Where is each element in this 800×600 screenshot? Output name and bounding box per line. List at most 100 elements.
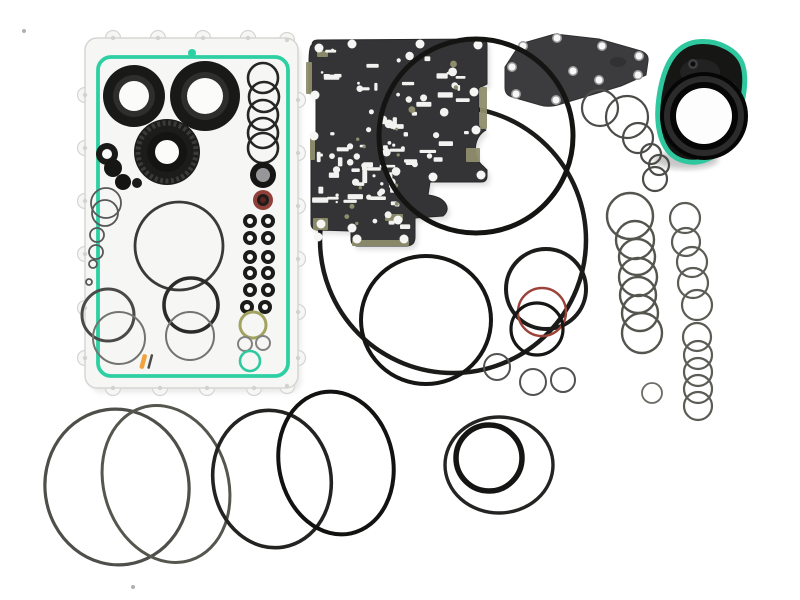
pan-plate-bolt-hole xyxy=(204,385,210,391)
valve-grommet-grid-hole xyxy=(244,304,250,310)
large-drum-oring xyxy=(376,36,576,236)
separator-plate-port xyxy=(390,124,404,129)
separator-plate-port xyxy=(362,170,368,184)
separator-plate-port xyxy=(436,73,448,79)
separator-plate-port xyxy=(329,153,335,160)
separator-plate-port xyxy=(335,193,339,197)
oring-cascade xyxy=(639,142,663,166)
pan-rim-oring xyxy=(276,389,396,537)
separator-plate-port xyxy=(367,167,381,171)
pan-plate-bolt-hole xyxy=(284,37,290,43)
separator-plate-bolt-hole xyxy=(399,234,409,244)
valve-grommet-grid-hole xyxy=(247,254,253,260)
separator-plate-port xyxy=(357,81,360,85)
separator-plate-speckle xyxy=(344,214,350,220)
pan-plate-bolt-hole xyxy=(295,309,301,315)
pan-plate-bolt-hole xyxy=(110,385,116,391)
separator-plate-port xyxy=(382,148,391,157)
separator-plate-port xyxy=(396,92,400,97)
separator-plate-speckle xyxy=(356,137,360,141)
boot-seal-bore xyxy=(676,88,732,144)
metal-clad-grommet-core xyxy=(256,168,270,182)
output-shaft-seal-bore xyxy=(119,81,149,111)
separator-plate-port xyxy=(336,147,349,152)
small-grommet-hole xyxy=(102,149,112,159)
thin-oring-pair xyxy=(85,278,93,286)
large-drum-oring xyxy=(359,254,493,386)
oring-cascade xyxy=(621,121,655,155)
cover-gasket-bolt-hole-hole xyxy=(553,34,561,42)
valve-grommet-grid-hole xyxy=(247,218,253,224)
sealing-ring-column-left xyxy=(620,311,664,355)
separator-plate-port xyxy=(325,49,337,53)
separator-plate-port xyxy=(404,159,418,163)
separator-plate-port xyxy=(439,107,449,117)
small-oring-column xyxy=(246,61,280,95)
pan-plate-bolt-hole xyxy=(295,203,301,209)
orange-check-ball-pin xyxy=(139,354,147,369)
separator-plate-port xyxy=(356,182,365,186)
separator-plate-port xyxy=(372,218,378,224)
boot-vent-hole-core xyxy=(690,61,696,67)
small-oring-trio xyxy=(519,368,547,396)
pan-plate-bolt-hole xyxy=(82,198,88,204)
separator-plate-speckle xyxy=(394,201,399,206)
cover-gasket-bolt-hole-hole xyxy=(508,63,516,71)
separator-plate-bond-patch xyxy=(352,240,409,246)
separator-plate-port xyxy=(419,149,437,153)
separator-plate-port xyxy=(405,96,412,103)
separator-plate-speckle xyxy=(358,186,362,190)
separator-plate-port xyxy=(380,182,384,186)
thin-oring-pair xyxy=(90,187,122,219)
cover-gasket-bolt-hole-hole xyxy=(635,52,643,60)
axle-shaft-seal-bore xyxy=(155,140,179,164)
separator-plate-port xyxy=(353,153,360,160)
separator-plate-port xyxy=(323,74,340,80)
medium-oring xyxy=(509,301,565,357)
separator-plate-port xyxy=(320,71,324,74)
small-oring-column xyxy=(246,98,280,132)
separator-plate-port xyxy=(403,132,408,137)
oring-cascade xyxy=(647,153,671,177)
cover-gasket-bolt-hole-hole xyxy=(634,71,642,79)
separator-plate-port xyxy=(351,168,360,172)
separator-plate-port xyxy=(318,186,324,194)
kit-parts-layer xyxy=(22,29,748,589)
separator-plate-port xyxy=(455,98,470,102)
separator-plate-bolt-hole xyxy=(309,131,319,141)
sealing-ring-column-right xyxy=(676,266,710,300)
cover-gasket-bolt-hole-hole xyxy=(512,90,520,98)
separator-plate-port xyxy=(383,145,388,150)
boot-seal-ridge xyxy=(664,76,744,156)
separator-plate-port xyxy=(400,224,411,229)
separator-plate-port xyxy=(387,141,392,145)
pan-plate-bolt-hole xyxy=(157,385,163,391)
valve-grommet-grid-hole xyxy=(265,218,271,224)
separator-plate-port xyxy=(372,174,376,178)
pan-rim-oring xyxy=(210,408,334,550)
separator-plate-port xyxy=(392,143,396,147)
separator-plate-port xyxy=(384,119,394,129)
pan-rim-oring xyxy=(100,404,232,564)
green-oring xyxy=(238,349,262,373)
small-oring-column xyxy=(246,116,280,150)
small-oring-trio xyxy=(483,353,511,381)
valve-grommet-grid-hole xyxy=(262,304,268,310)
sealing-ring-column-lower xyxy=(682,356,714,388)
pan-plate-bolt-hole xyxy=(251,385,257,391)
pan-plate-bolt-hole xyxy=(82,251,88,257)
separator-plate-port xyxy=(330,132,335,136)
pan-plate-bolt-hole xyxy=(110,35,116,41)
small-oring xyxy=(641,382,663,404)
dust-speck xyxy=(131,585,135,589)
pan-plate-bolt-hole xyxy=(82,355,88,361)
separator-plate-bolt-hole xyxy=(415,39,425,49)
separator-plate-port xyxy=(401,81,415,86)
separator-plate-bond-patch xyxy=(466,148,480,162)
sealing-ring-column-left xyxy=(620,293,660,333)
valve-grommet-grid-hole xyxy=(265,254,271,260)
small-oring-column xyxy=(247,80,281,114)
separator-plate-bolt-hole xyxy=(393,215,403,225)
